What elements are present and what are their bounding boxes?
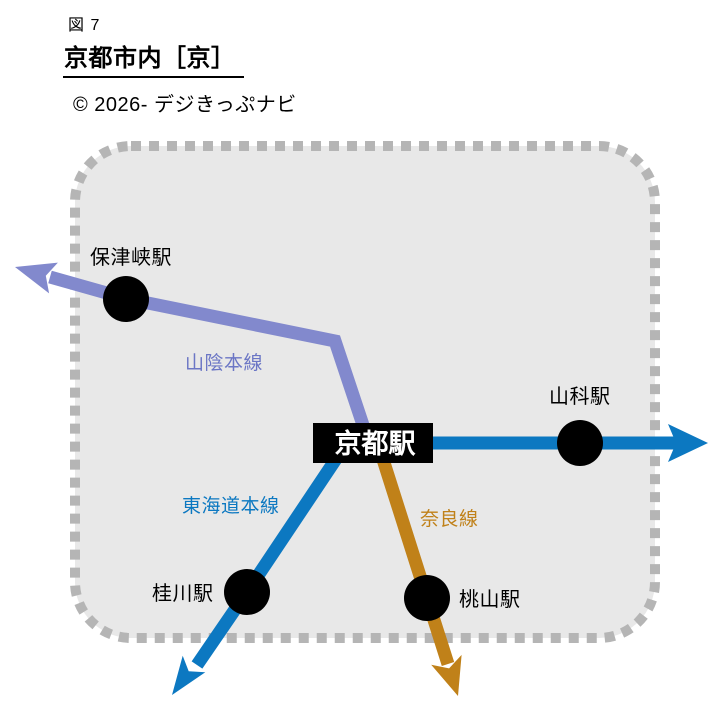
station-label-momoyama: 桃山駅 — [459, 588, 521, 611]
zone-boundary-dashed-border — [70, 141, 660, 643]
tokaido-line-southwest-arrowhead-icon — [172, 655, 206, 695]
station-dot-katsuragawa — [224, 569, 270, 615]
hub-station-label: 京都駅 — [335, 428, 416, 459]
station-label-yamashina: 山科駅 — [549, 385, 611, 408]
line-label-nara: 奈良線 — [420, 508, 479, 530]
station-dot-hozukyo — [103, 276, 149, 322]
station-dot-momoyama — [404, 575, 450, 621]
sanin-line-path — [48, 270, 373, 437]
copyright-notice: © 2026- デジきっぷナビ — [73, 94, 297, 116]
line-label-sanin: 山陰本線 — [185, 352, 263, 374]
station-label-hozukyo: 保津峡駅 — [90, 246, 172, 269]
nara-line-arrowhead-icon — [431, 654, 462, 696]
sanin-line-arrowhead-icon — [15, 262, 58, 294]
hub-station-box — [313, 423, 433, 463]
zone-boundary-panel — [75, 146, 655, 638]
figure-number: 図 7 — [68, 17, 101, 34]
station-dot-yamashina — [557, 420, 603, 466]
line-label-tokaido: 東海道本線 — [182, 495, 280, 517]
station-label-katsuragawa: 桂川駅 — [152, 582, 214, 605]
figure-title: 京都市内［京］ — [63, 38, 244, 78]
tokaido-line-east-arrowhead-icon — [668, 424, 708, 462]
